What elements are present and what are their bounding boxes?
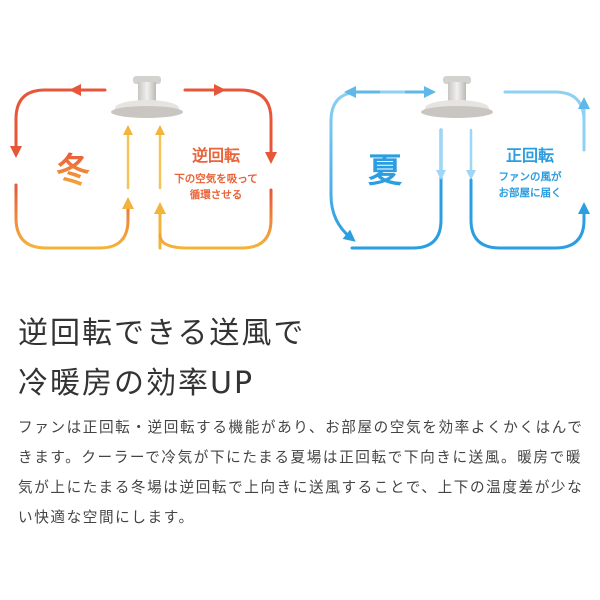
winter-right-loop-arrow <box>183 88 277 164</box>
winter-desc-line2: 循環させる <box>190 188 243 201</box>
winter-ceiling-fan <box>111 76 183 118</box>
summer-left-bottom-arrow <box>350 128 443 250</box>
summer-right-loop-arrow <box>503 90 586 152</box>
airflow-diagram: 冬 逆回転 下の空気を吸って 循環させる 夏 正回転 ファンの風が お部屋に届く <box>9 76 590 250</box>
summer-mode-label: 正回転 <box>506 146 554 165</box>
summer-desc-line1: ファンの風が <box>499 170 562 183</box>
winter-season-label: 冬 <box>56 151 90 191</box>
winter-mode-label: 逆回転 <box>192 146 240 165</box>
winter-left-bottom-arrow <box>14 183 134 250</box>
winter-desc-line1: 下の空気を吸って <box>174 172 257 185</box>
winter-right-bottom-arrow <box>158 188 273 250</box>
summer-ceiling-fan <box>421 76 493 118</box>
summer-airflow-panel: 夏 正回転 ファンの風が お部屋に届く <box>329 76 590 250</box>
winter-left-loop-arrow <box>9 88 107 158</box>
summer-desc-line2: お部屋に届く <box>499 186 562 199</box>
description-paragraph: ファンは正回転・逆回転する機能があり、お部屋の空気を効率よくかくはんできます。ク… <box>18 419 584 526</box>
heading-line-1: 逆回転できる送風で <box>18 316 306 351</box>
summer-right-bottom-arrow <box>469 178 590 250</box>
winter-airflow-panel: 冬 逆回転 下の空気を吸って 循環させる <box>9 76 277 250</box>
heading-line-2: 冷暖房の効率UP <box>18 366 255 401</box>
summer-season-label: 夏 <box>368 151 403 191</box>
